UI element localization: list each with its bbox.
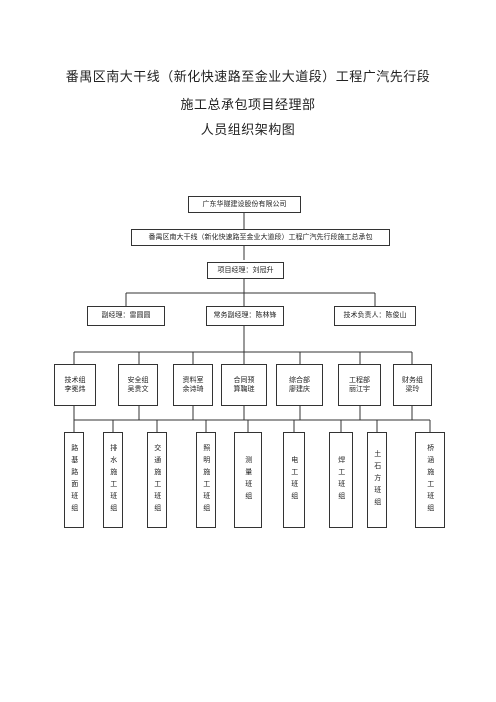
team-label: 电工班组 [290, 456, 299, 504]
team-label: 交通施工班组 [153, 444, 162, 516]
team-bridge-culvert: 桥涵施工班组 [415, 432, 445, 528]
team-label: 土石方班组 [373, 450, 382, 510]
dept-name: 财务组 [402, 375, 423, 384]
dept-name: 合同预 [233, 375, 255, 384]
team-lighting: 照明施工班组 [196, 432, 216, 528]
technical-lead-box: 技术负责人：陈俊山 [334, 306, 416, 326]
team-label: 照明施工班组 [202, 444, 211, 516]
team-earthwork: 土石方班组 [367, 432, 387, 528]
dept-finance: 财务组 梁玲 [393, 364, 432, 406]
deputy-manager-box: 副经理：雷圆圆 [87, 306, 165, 326]
dept-person: 吴贵文 [127, 385, 149, 393]
team-survey: 测量班组 [234, 432, 262, 528]
dept-name: 综合部 [289, 375, 310, 384]
team-electrical: 电工班组 [283, 432, 305, 528]
title-line-3: 人员组织架构图 [200, 123, 296, 138]
dept-engineering: 工程部 丽江宇 [338, 364, 381, 406]
dept-person: 廖建庆 [289, 385, 310, 393]
dept-person: 算鞠琏 [233, 385, 255, 393]
dept-contract-budget: 合同预 算鞠琏 [221, 364, 267, 406]
team-traffic: 交通施工班组 [147, 432, 167, 528]
dept-person: 丽江宇 [349, 385, 370, 393]
title-line-2: 施工总承包项目经理部 [180, 98, 316, 113]
team-drainage: 排水施工班组 [103, 432, 123, 528]
team-label: 排水施工班组 [109, 444, 118, 516]
dept-general: 综合部 廖建庆 [276, 364, 323, 406]
dept-name: 工程部 [349, 375, 370, 384]
team-roadbed: 路基路面班组 [64, 432, 84, 528]
dept-name: 资料室 [182, 375, 204, 384]
team-label: 焊工班组 [337, 456, 346, 504]
dept-name: 技术组 [64, 375, 86, 384]
team-label: 测量班组 [244, 456, 253, 504]
dept-person: 梁玲 [405, 385, 420, 393]
dept-person: 余诗琦 [182, 385, 204, 393]
project-box: 番禺区南大干线（新化快速路至金业大道段）工程广汽先行段施工总承包 [131, 229, 390, 246]
team-label: 桥涵施工班组 [426, 444, 435, 516]
dept-safety: 安全组 吴贵文 [118, 364, 158, 406]
dept-person: 李冕炜 [64, 385, 86, 393]
dept-documents: 资料室 余诗琦 [173, 364, 213, 406]
executive-deputy-box: 常务副经理：陈林锋 [206, 306, 284, 326]
dept-name: 安全组 [127, 375, 149, 384]
team-label: 路基路面班组 [70, 444, 79, 516]
dept-technical: 技术组 李冕炜 [54, 364, 96, 406]
title-line-1: 番禺区南大干线（新化快速路至金业大道段）工程广汽先行段 [65, 70, 431, 85]
company-box: 广东华隧建设股份有限公司 [188, 196, 301, 213]
team-welding: 焊工班组 [329, 432, 353, 528]
project-manager-box: 项目经理：刘冠升 [207, 262, 284, 279]
